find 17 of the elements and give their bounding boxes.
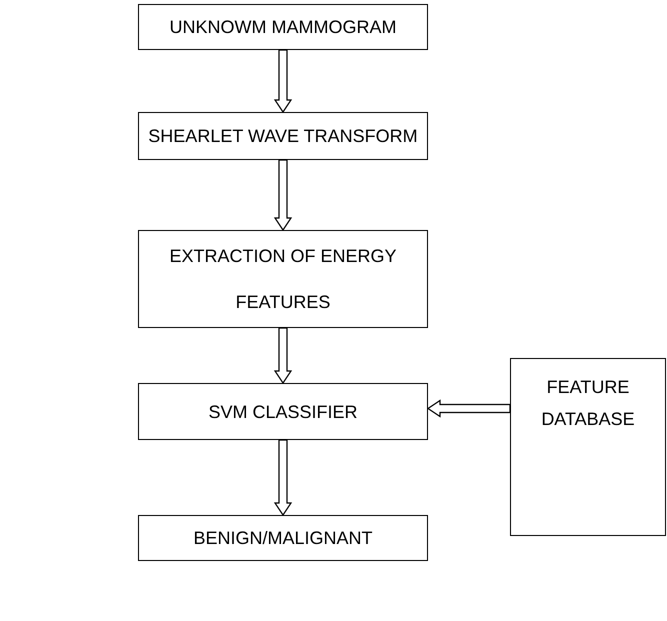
hollow-arrow (274, 327, 292, 384)
box-label: SHEARLET WAVE TRANSFORM (148, 125, 418, 148)
process-box (510, 358, 666, 536)
process-box (138, 230, 428, 328)
box-label: BENIGN/MALIGNANT (193, 527, 373, 550)
process-box (138, 4, 428, 50)
box-label: UNKNOWM MAMMOGRAM (170, 16, 396, 39)
hollow-arrow (274, 49, 292, 114)
hollow-arrow (274, 439, 292, 516)
process-box (138, 112, 428, 160)
process-box (138, 515, 428, 561)
process-box (138, 383, 428, 440)
hollow-arrow (274, 159, 292, 232)
box-label: EXTRACTION OF ENERGY FEATURES (168, 245, 398, 314)
box-label: FEATURE DATABASE (540, 376, 636, 431)
hollow-arrow (426, 399, 511, 418)
box-label: SVM CLASSIFIER (208, 400, 358, 424)
